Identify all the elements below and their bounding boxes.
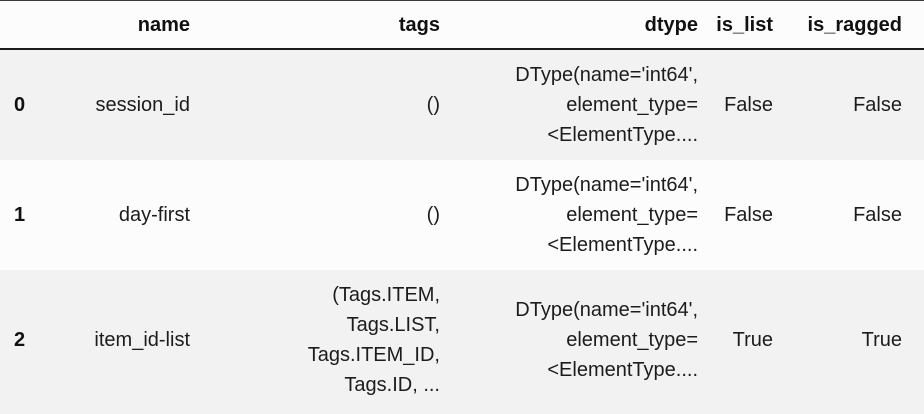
index-column-header [0,0,40,50]
cell-dtype: DType(name='int64', element_type= <Eleme… [515,299,698,381]
row-index: 2 [14,329,26,351]
cell-tags: () [426,94,440,116]
table-header: name tags dtype is_list is_ragged [0,0,924,50]
cell-is-list: True [732,329,773,351]
cell-is-ragged: False [853,94,902,116]
cell-name: session_id [95,94,190,116]
cell-is-list: False [724,204,773,226]
column-header-is-ragged: is_ragged [773,0,924,50]
cell-dtype: DType(name='int64', element_type= <Eleme… [515,64,698,146]
table-row: 2 item_id-list (Tags.ITEM, Tags.LIST, Ta… [0,270,924,410]
column-header-dtype: dtype [440,0,698,50]
cell-name: day-first [118,204,190,226]
cell-is-list: False [724,94,773,116]
cell-tags: (Tags.ITEM, Tags.LIST, Tags.ITEM_ID, Tag… [307,284,440,396]
cell-tags: () [426,204,440,226]
cell-name: item_id-list [94,329,190,351]
cell-is-ragged: False [853,204,902,226]
table-body: 0 session_id () DType(name='int64', elem… [0,49,924,410]
cell-is-ragged: True [861,329,902,351]
column-header-is-list: is_list [698,0,773,50]
column-header-tags: tags [190,0,440,50]
row-index: 0 [14,94,26,116]
column-header-name: name [40,0,190,50]
table-row: 0 session_id () DType(name='int64', elem… [0,49,924,160]
table-row: 1 day-first () DType(name='int64', eleme… [0,160,924,270]
cell-dtype: DType(name='int64', element_type= <Eleme… [515,174,698,256]
header-row: name tags dtype is_list is_ragged [0,0,924,50]
row-index: 1 [14,204,26,226]
